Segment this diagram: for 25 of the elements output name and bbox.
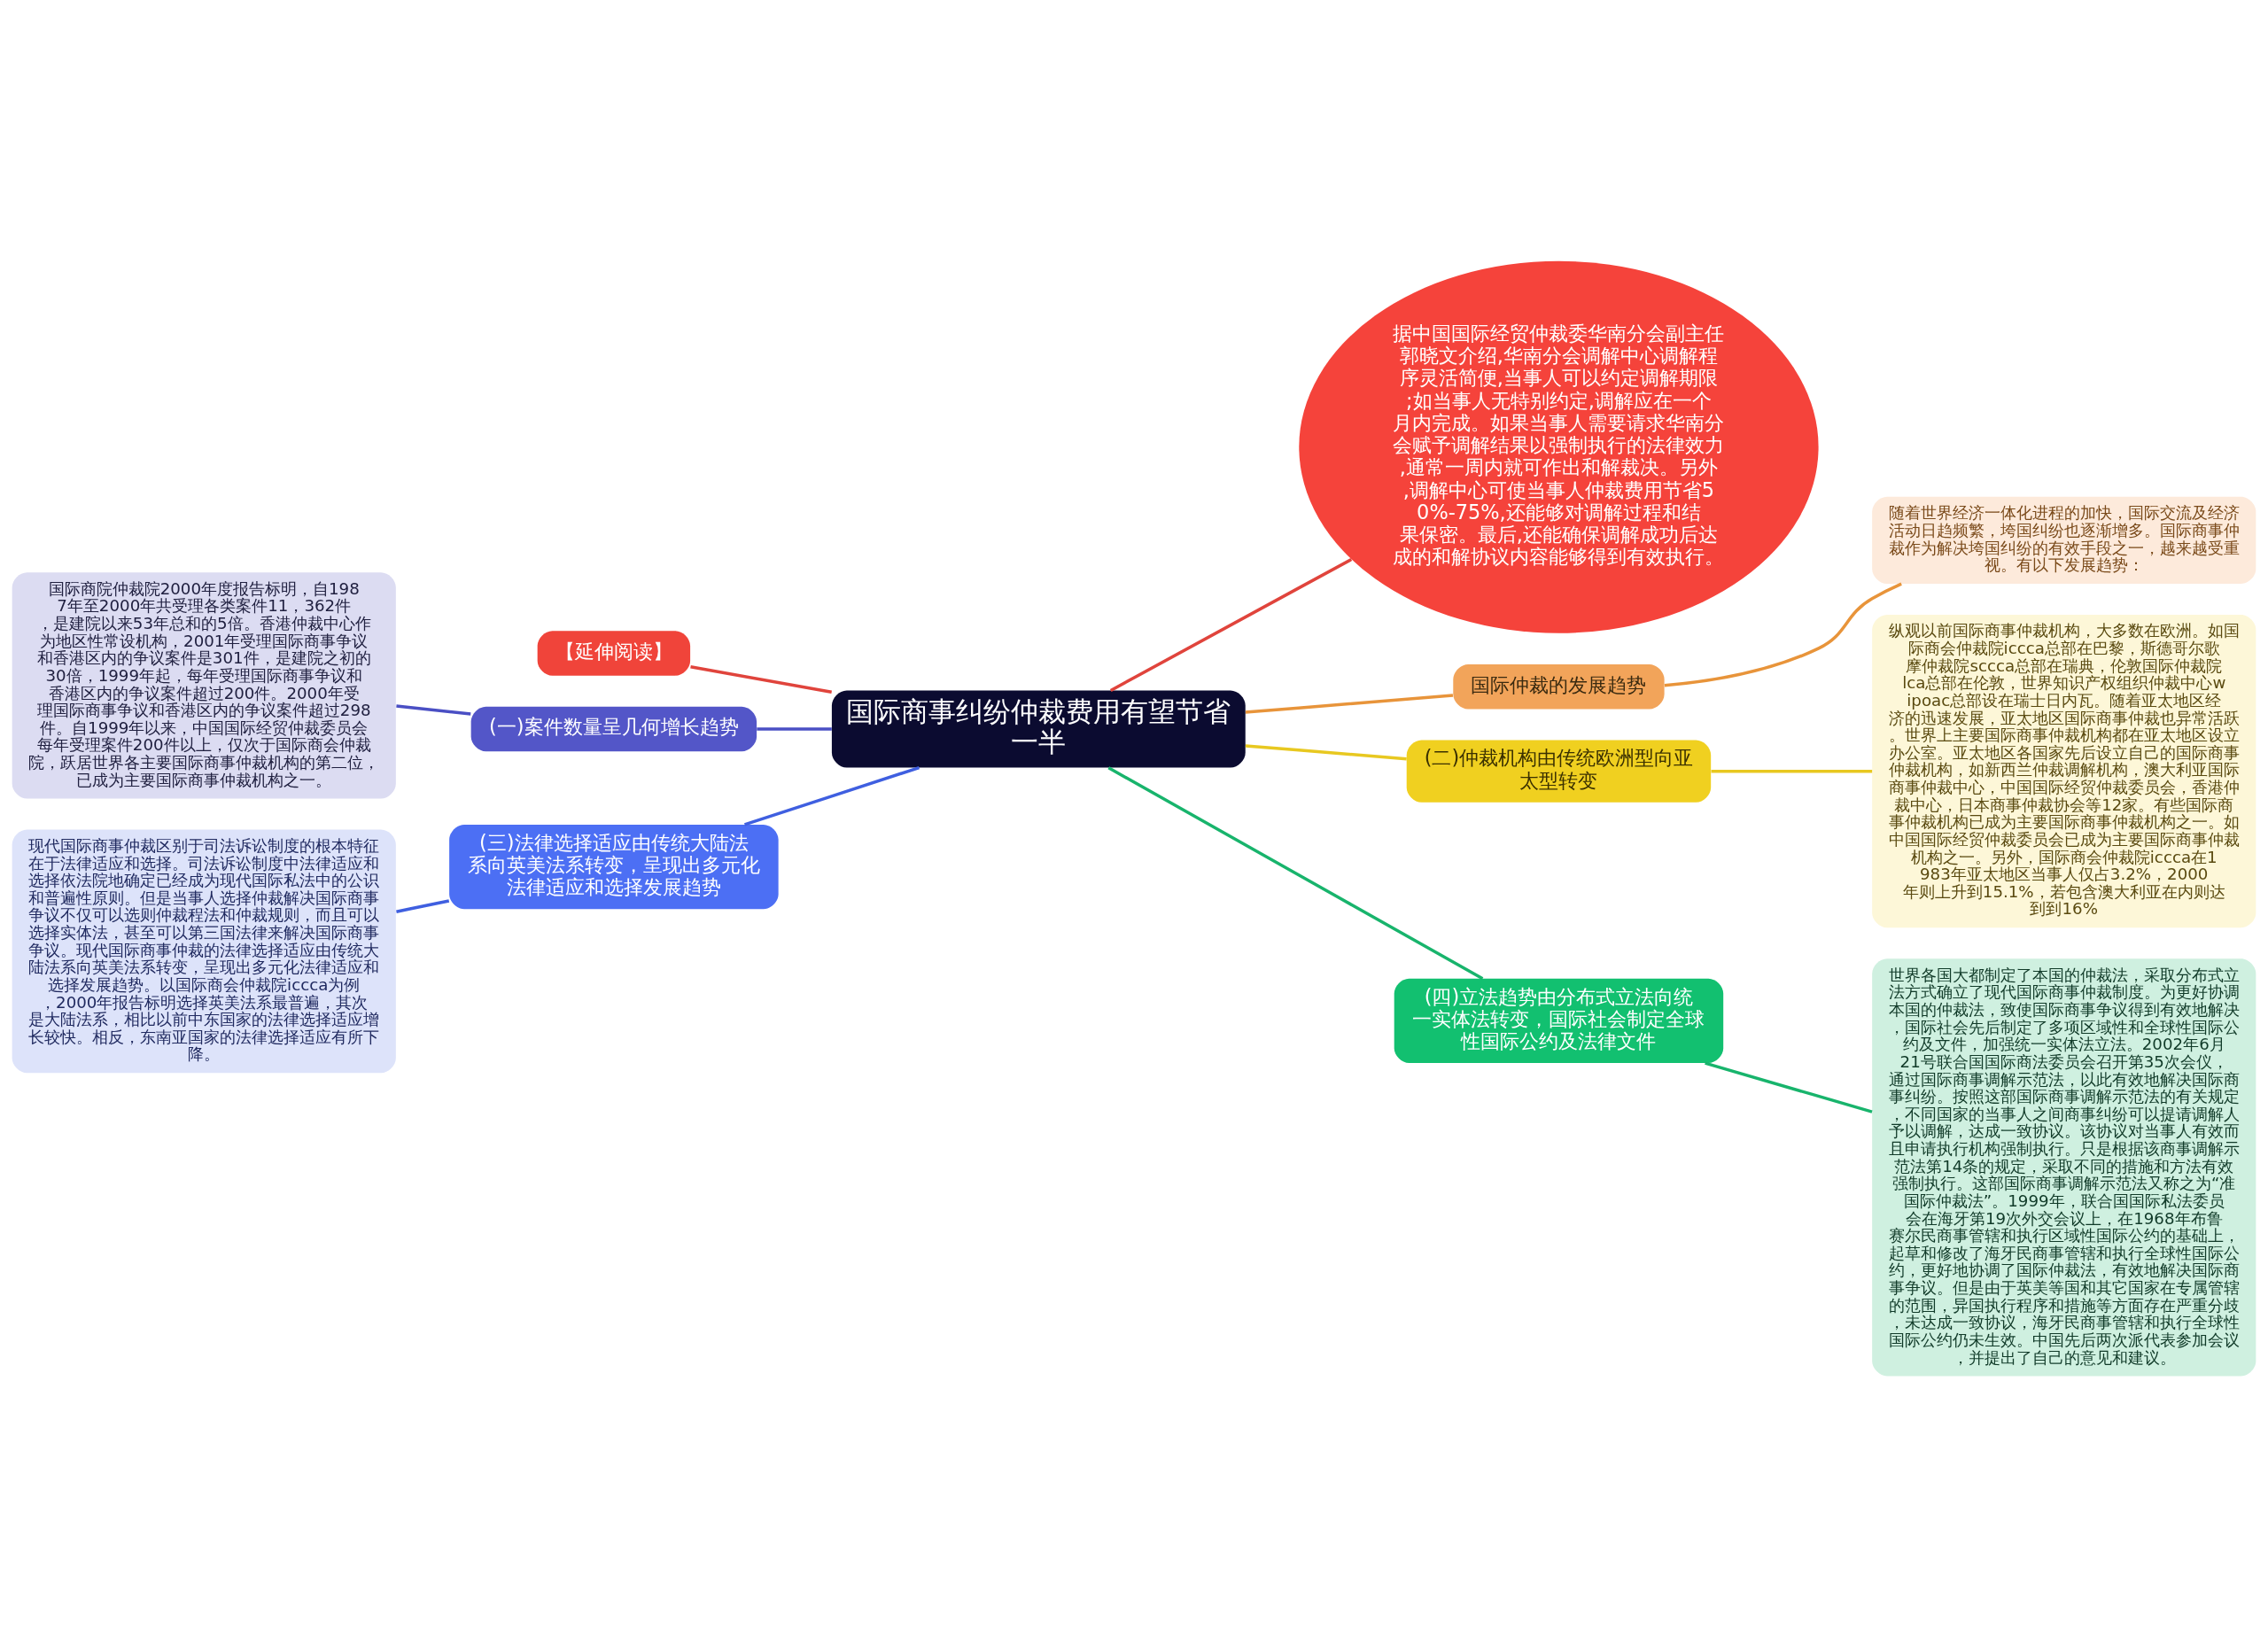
connector xyxy=(1245,694,1454,714)
node-box: 纵观以前国际商事仲裁机构，大多数在欧洲。如国际商会仲裁院iccca总部在巴黎，斯德哥尔歌摩仲裁院sccca总部在瑞典，伦敦国际仲裁院lca总部在伦敦，世界知识产权组织仲裁中心wipoac总部设在瑞士日内瓦。随着亚太地区经济的迅速发展，亚太地区国际商事仲裁也异常活跃。世界上主要国际商事仲裁机构都在亚太地区设立办公室。亚太地区各国家先后设立自己的国际商事仲裁机构，如新西兰仲裁调解机构，澳大利亚国际商事仲裁中心，中国国际经贸仲裁委员会，香港仲裁中心，日本商事仲裁协会等12家。有些国际商事仲裁机构已成为主要国际商事仲裁机构之一。如中国国际经贸仲裁委员会已成为主要国际商事仲裁机构之一。另外，国际商会仲裁院iccca在1983年亚太地区当事人仅占3.2%，2000年则上升到15.1%，若包含澳大利亚在内则达到到16% xyxy=(1872,615,2256,928)
connector xyxy=(1711,769,1873,773)
connector xyxy=(690,665,832,694)
node-box: 世界各国大都制定了本国的仲裁法，采取分布式立法方式确立了现代国际商事仲裁制度。为更好协调本国的仲裁法，致使国际商事争议得到有效地解决，国际社会先后制定了多项区域性和全球性国际公约及文件，加强统一实体法立法。2002年6月21号联合国国际商法委员会召开第35次会仪，通过国际商事调解示范法，以此有效地解决国际商事纠纷。按照这部国际商事调解示范法的有关规定，不同国家的当事人之间商事纠纷可以提请调解人予以调解，达成一致协议。该协议对当事人有效而且申请执行机构强制执行。只是根据该商事调解示范法第14条的规定，采取不同的措施和方法有效强制执行。这部国际商事调解示范法又称之为“准国际仲裁法”。1999年，联合国国际私法委员会在海牙第19次外交会议上，在1968年布鲁赛尔民商事管辖和执行区域性国际公约的基础上，起草和修改了海牙民商事管辖和执行全球性国际公约，更好地协调了国际仲裁法，有效地解决国际商事争议。但是由于英美等国和其它国家在专属管辖的范围，异国执行程序和措施等方面存在严重分歧，未达成一致协议，海牙民商事管辖和执行全球性国际公约仍未生效。中国先后两次派代表参加会议，并提出了自己的意见和建议。 xyxy=(1872,958,2256,1377)
node-box: 现代国际商事仲裁区别于司法诉讼制度的根本特征在于法律适应和选择。司法诉讼制度中法律适应和选择依法院地确定已经成为现代国际私法中的公识和普遍性原则。但是当事人选择仲裁解决国际商事争议不仅可以选则仲裁程法和仲裁规则，而且可以选择实体法，甚至可以第三国法律来解决国际商事争议。现代国际商事仲裁的法律选择适应由传统大陆法系向英美法系转变，呈现出多元化法律适应和选择发展趋势。以国际商会仲裁院iccca为例，2000年报告标明选择英美法系最普遍，其次是大陆法系，相比以前中东国家的法律选择适应增长较快。相反，东南亚国家的法律选择适应有所下降。 xyxy=(12,829,396,1074)
node-box: (二)仲裁机构由传统欧洲型向亚太型转变 xyxy=(1406,740,1712,803)
node-ellipse: 据中国国际经贸仲裁委华南分会副主任郭晓文介绍,华南分会调解中心调解程序灵活简便,当事人可以约定调解期限;如当事人无特别约定,调解应在一个月内完成。如果当事人需要请求华南分会赋予调解结果以强制执行的法律效力,通常一周内就可作出和解裁决。另外,调解中心可使当事人仲裁费用节省50%-75%,还能够对调解过程和结果保密。最后,还能确保调解成功后达成的和解协议内容能够得到有效执行。 xyxy=(1299,260,1819,633)
connector xyxy=(396,899,450,913)
node-box: 国际商院仲裁院2000年度报告标明，自1987年至2000年共受理各类案件11，362件，是建院以来53年总和的5倍。香港仲裁中心作为地区性常设机构，2001年受理国际商事争议和香港区内的争议案件是301件，是建院之初的30倍，1999年起，每年受理国际商事争议和香港区内的争议案件超过200件。2000年受理国际商事争议和香港区内的争议案件超过298件。自1999年以来，中国国际经贸仲裁委员会每年受理案件200件以上，仅次于国际商会仲裁院，跃居世界各主要国际商事仲裁机构的第二位，已成为主要国际商事仲裁机构之一。 xyxy=(12,572,396,799)
node-box: 【延伸阅读】 xyxy=(537,631,691,676)
node-box: 随着世界经济一体化进程的加快，国际交流及经济活动日趋频繁，垮国纠纷也逐渐增多。国际商事仲裁作为解决垮国纠纷的有效手段之一，越来越受重视。有以下发展趋势： xyxy=(1872,496,2256,584)
connector xyxy=(396,704,471,716)
node-box: (四)立法趋势由分布式立法向统一实体法转变，国际社会制定全球性国际公约及法律文件 xyxy=(1394,978,1724,1064)
connector xyxy=(1107,766,1484,981)
connector xyxy=(757,727,832,731)
connector xyxy=(1245,744,1407,761)
connector xyxy=(1705,1061,1873,1113)
node-box: 国际商事纠纷仲裁费用有望节省一半 xyxy=(831,690,1246,768)
connector xyxy=(743,765,920,826)
connector xyxy=(1664,582,1902,687)
connector xyxy=(1109,557,1353,692)
node-box: 国际仲裁的发展趋势 xyxy=(1453,664,1665,710)
node-box: (三)法律选择适应由传统大陆法系向英美法系转变，呈现出多元化法律适应和选择发展趋势 xyxy=(449,824,779,910)
node-box: (一)案件数量呈几何增长趋势 xyxy=(470,706,757,752)
